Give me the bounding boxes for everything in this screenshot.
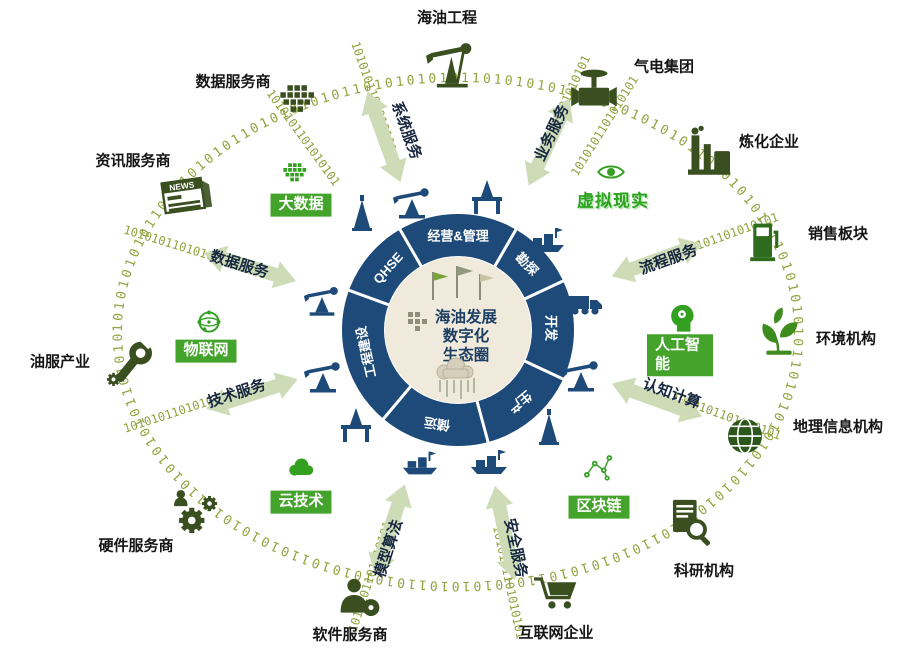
truck-icon: [567, 296, 602, 315]
data-blocks-icon: [271, 79, 321, 129]
pixel-cluster-icon: [408, 312, 427, 331]
partner-label: 气电集团: [633, 58, 695, 76]
pumpjack-icon: [304, 362, 340, 393]
tech-label-cloud: 云技术: [270, 490, 332, 514]
ship-icon: [528, 228, 564, 252]
partner-label: 软件服务商: [312, 626, 388, 644]
partner-label: 互联网企业: [518, 624, 594, 642]
pumpjack-icon: [393, 188, 429, 219]
newspaper-icon: NEWS: [157, 166, 217, 226]
segment-label: 开发: [543, 315, 558, 342]
valve-icon: [567, 65, 621, 119]
globe-icon: [719, 410, 771, 462]
derrick-icon: [352, 195, 372, 231]
cloud-icon: [282, 450, 320, 484]
center-title-line1: 海油发展: [435, 307, 498, 326]
pixel-data-icon: [277, 159, 311, 193]
segment-label: 储运: [423, 415, 452, 434]
iot-globe-icon: [191, 304, 227, 340]
ring-separators: [346, 227, 566, 445]
person-disc-icon: [333, 573, 387, 627]
pumpjack-icon: [303, 286, 338, 316]
fuel-pump-icon: [740, 215, 790, 265]
tech-label-vr: 虚拟现实: [577, 191, 649, 211]
partner-label: 资讯服务商: [95, 152, 171, 170]
blockchain-nodes-icon: [579, 450, 615, 486]
ship-icon: [402, 451, 438, 475]
service-label: 流程服务: [637, 240, 700, 278]
news-text: NEWS: [169, 179, 196, 192]
cloud-circuit-icon: [436, 357, 475, 399]
partner-label: 地理信息机构: [792, 418, 884, 436]
partner-label: 炼化企业: [738, 133, 800, 151]
ship-icon: [471, 450, 507, 474]
shopping-cart-icon: [530, 570, 582, 622]
tech-label-iot: 物联网: [175, 339, 237, 363]
pumpjack-icon: [426, 34, 484, 92]
tech-label-ai: 人工智能: [647, 334, 713, 376]
tech-label-bigdata: 大数据: [270, 193, 332, 217]
ai-head-icon: [664, 299, 700, 335]
factory-icon: [681, 124, 737, 180]
center-title-line2: 数字化: [443, 326, 490, 345]
partner-label: 科研机构: [673, 562, 735, 580]
eye-icon: [594, 159, 628, 185]
tech-label-blockchain: 区块链: [568, 495, 630, 519]
partner-label: 海油工程: [416, 9, 478, 27]
flags-icon: [432, 266, 494, 300]
derrick-icon: [539, 409, 559, 445]
center-hub: [385, 257, 531, 403]
offshore-platform-icon: [472, 180, 502, 214]
partner-label: 数据服务商: [195, 73, 271, 91]
plant-icon: [752, 305, 806, 359]
service-label: 数据服务: [208, 247, 272, 282]
partner-label: 环境机构: [815, 330, 877, 348]
partner-label: 油服产业: [29, 353, 91, 371]
partner-label: 销售板块: [807, 225, 869, 243]
offshore-platform-icon: [341, 408, 371, 442]
segment-label: 经营&管理: [427, 229, 488, 244]
center-title: 海油发展 数字化 生态圈: [435, 307, 498, 364]
wrench-icon: [103, 333, 159, 389]
document-magnifier-icon: [662, 494, 716, 548]
business-ring: [342, 214, 574, 446]
gears-icon: [169, 485, 223, 539]
partner-label: 硬件服务商: [98, 537, 174, 555]
